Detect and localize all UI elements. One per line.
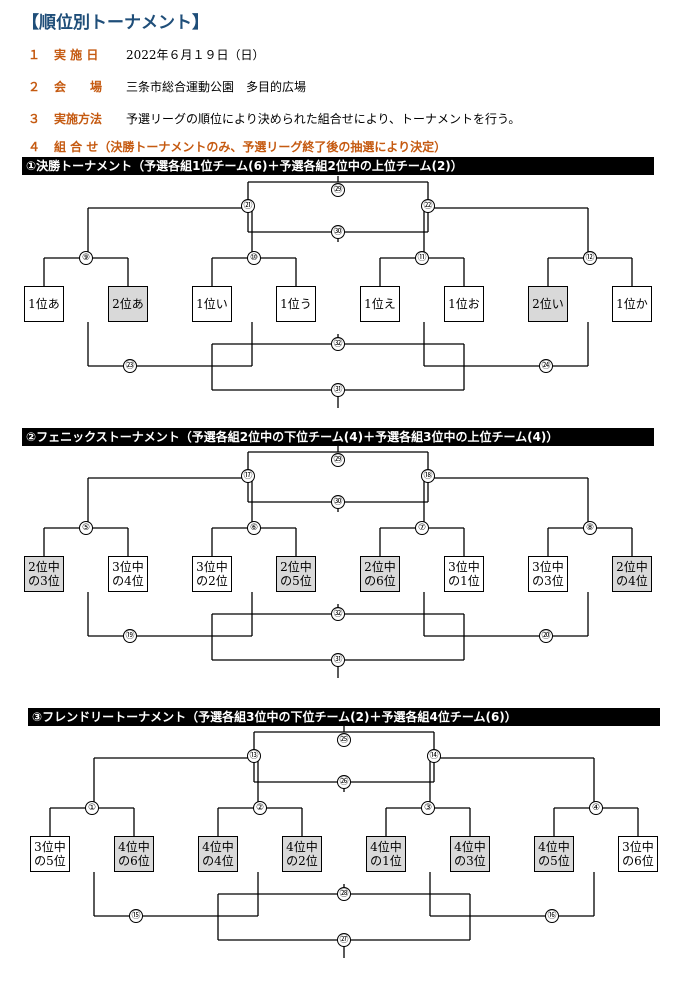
team-box: 1位お [444, 286, 484, 322]
match-number-loser-semi: ⑯ [545, 909, 559, 923]
match-number-round1: ⑨ [79, 251, 93, 265]
match-number-round1: ⑪ [415, 251, 429, 265]
section-header-friendly: ③フレンドリートーナメント（予選各組3位中の下位チーム(2)＋予選各組4位チーム… [28, 708, 660, 726]
team-box: 3位中の5位 [30, 836, 70, 872]
team-box: 4位中の3位 [450, 836, 490, 872]
team-box: 4位中の6位 [114, 836, 154, 872]
team-box: 2位中の5位 [276, 556, 316, 592]
team-box: 4位中の1位 [366, 836, 406, 872]
info-date-label: 実 施 日 [54, 48, 99, 62]
info-date-row: １ 実 施 日 2022年６月１９日（日） [28, 46, 265, 63]
team-box: 2位中の6位 [360, 556, 400, 592]
match-number-round1: ⑫ [583, 251, 597, 265]
team-box: 2位中の4位 [612, 556, 652, 592]
team-box: 3位中の4位 [108, 556, 148, 592]
match-number-semi: ⑭ [427, 749, 441, 763]
info-venue-value: 三条市総合運動公園 多目的広場 [126, 80, 307, 94]
match-number-round1: ⑧ [583, 521, 597, 535]
match-number-round1: ③ [421, 801, 435, 815]
info-date-value: 2022年６月１９日（日） [126, 48, 265, 62]
info-method-number: ３ [28, 112, 41, 126]
match-number-round1: ④ [589, 801, 603, 815]
page-title: 【順位別トーナメント】 [22, 13, 209, 33]
match-number-final: ㉙ [331, 453, 345, 467]
match-number-loser-semi: ⑳ [539, 629, 553, 643]
info-method-label: 実施方法 [54, 112, 103, 126]
section-header-final: ①決勝トーナメント（予選各組1位チーム(6)＋予選各組2位中の上位チーム(2)） [22, 157, 654, 175]
bracket-lines-final [43, 176, 633, 408]
info-method-row: ３ 実施方法 予選リーグの順位により決められた組合せにより、トーナメントを行う。 [28, 110, 520, 127]
match-number-semi: ⑰ [241, 469, 255, 483]
match-number-round1: ② [253, 801, 267, 815]
team-box: 2位あ [108, 286, 148, 322]
match-number-semi: ⑱ [421, 469, 435, 483]
team-box: 1位え [360, 286, 400, 322]
match-number-third: ㉚ [331, 225, 345, 239]
team-box: 1位う [276, 286, 316, 322]
match-number-semi: ㉒ [421, 199, 435, 213]
match-number-loser-bottom: ㉛ [331, 383, 345, 397]
info-venue-label: 会 場 [54, 80, 103, 94]
info-venue-number: ２ [28, 80, 41, 94]
team-box: 3位中の2位 [192, 556, 232, 592]
team-box: 4位中の2位 [282, 836, 322, 872]
team-box: 4位中の5位 [534, 836, 574, 872]
match-number-loser-bottom: ㉛ [331, 653, 345, 667]
combination-heading: ４ 組 合 せ（決勝トーナメントのみ、予選リーグ終了後の抽選により決定） [28, 138, 446, 155]
team-box: 1位い [192, 286, 232, 322]
team-box: 1位か [612, 286, 652, 322]
match-number-loser-top: ㉘ [337, 887, 351, 901]
match-number-loser-top: ㉜ [331, 607, 345, 621]
match-number-round1: ① [85, 801, 99, 815]
team-box: 1位あ [24, 286, 64, 322]
team-box: 3位中の6位 [618, 836, 658, 872]
section-header-phoenix: ②フェニックストーナメント（予選各組2位中の下位チーム(4)＋予選各組3位中の上… [22, 428, 654, 446]
combination-number: ４ [28, 140, 41, 154]
bracket-lines-friendly [49, 726, 639, 958]
team-box: 3位中の1位 [444, 556, 484, 592]
match-number-semi: ㉑ [241, 199, 255, 213]
match-number-loser-semi: ⑲ [123, 629, 137, 643]
team-box: 4位中の4位 [198, 836, 238, 872]
match-number-loser-semi: ⑮ [129, 909, 143, 923]
match-number-final: ㉙ [331, 183, 345, 197]
match-number-third: ㉖ [337, 775, 351, 789]
info-venue-row: ２ 会 場 三条市総合運動公園 多目的広場 [28, 78, 306, 95]
combination-text: 組 合 せ（決勝トーナメントのみ、予選リーグ終了後の抽選により決定） [54, 140, 447, 154]
match-number-loser-top: ㉜ [331, 337, 345, 351]
bracket-lines-phoenix [43, 446, 633, 678]
match-number-loser-semi: ㉔ [539, 359, 553, 373]
match-number-round1: ⑤ [79, 521, 93, 535]
match-number-loser-semi: ㉓ [123, 359, 137, 373]
match-number-semi: ⑬ [247, 749, 261, 763]
info-method-value: 予選リーグの順位により決められた組合せにより、トーナメントを行う。 [126, 112, 521, 126]
match-number-round1: ⑦ [415, 521, 429, 535]
team-box: 2位い [528, 286, 568, 322]
match-number-round1: ⑥ [247, 521, 261, 535]
info-date-number: １ [28, 48, 41, 62]
match-number-final: ㉕ [337, 733, 351, 747]
team-box: 3位中の3位 [528, 556, 568, 592]
match-number-loser-bottom: ㉗ [337, 933, 351, 947]
team-box: 2位中の3位 [24, 556, 64, 592]
match-number-third: ㉚ [331, 495, 345, 509]
match-number-round1: ⑩ [247, 251, 261, 265]
